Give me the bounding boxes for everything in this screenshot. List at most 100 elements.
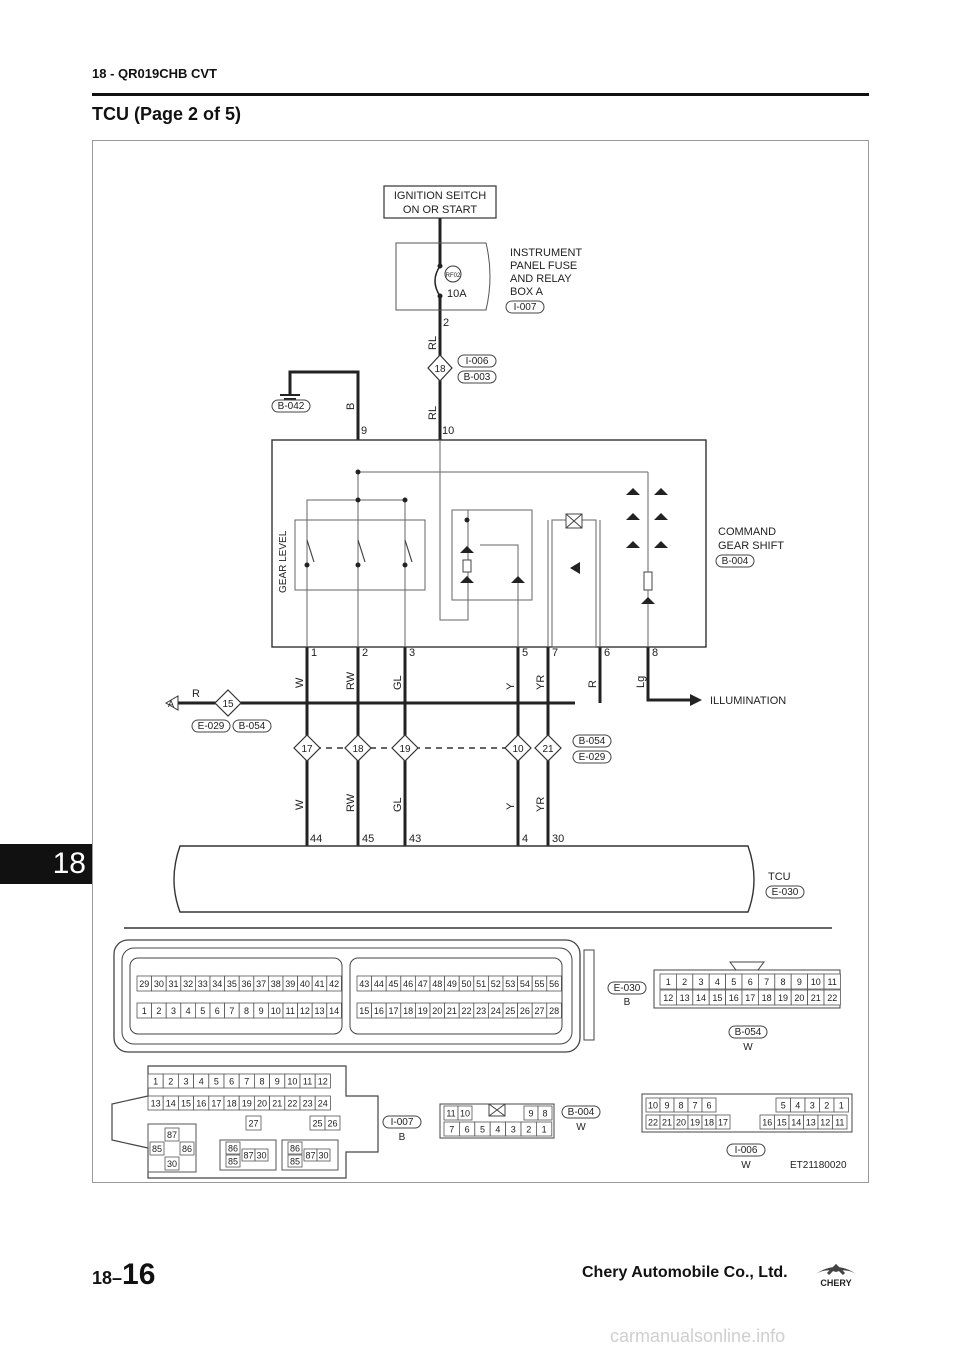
fuse-pin: 2 [443, 317, 449, 329]
relay-small-pin-85-label: 85 [290, 1157, 300, 1167]
b054-pin-5-label: 5 [731, 977, 736, 987]
i006-pin-9-label: 9 [664, 1101, 669, 1111]
i006-pin-18-label: 18 [704, 1118, 714, 1128]
fuse-box [395, 242, 491, 311]
e030-pin-28-label: 28 [549, 1006, 559, 1016]
fuse-box-conn: I-007 [514, 302, 537, 313]
i006-pin-8-label: 8 [678, 1101, 683, 1111]
i006-pin-6-label: 6 [706, 1101, 711, 1111]
logo-text: CHERY [820, 1278, 851, 1288]
i007-pin-4-label: 4 [199, 1077, 204, 1087]
e030-pin-21-label: 21 [447, 1006, 457, 1016]
gear-level-label: GEAR LEVEL [278, 530, 289, 593]
relay-pin-85-label: 85 [152, 1144, 162, 1154]
i006-pin-3-label: 3 [810, 1101, 815, 1111]
e030-pin-41-label: 41 [314, 979, 324, 989]
i006-pin-11-label: 11 [835, 1118, 844, 1128]
e030-pin-5-label: 5 [200, 1006, 205, 1016]
b004-pill [561, 1105, 601, 1119]
relay-pin-86 [179, 1141, 195, 1156]
illumination-arrow-icon [690, 694, 702, 706]
e030-pin-4-label: 4 [186, 1006, 191, 1016]
relay-socket-small-1 [219, 1139, 277, 1171]
e030-pin-27-label: 27 [534, 1006, 544, 1016]
b004-pin-4-label: 4 [495, 1125, 500, 1135]
e030-pin-18-label: 18 [403, 1006, 413, 1016]
i006-pin-22-label: 22 [648, 1118, 658, 1128]
i007-pin-25-label: 25 [312, 1119, 322, 1129]
b054-pin-2-label: 2 [682, 977, 687, 987]
ignition-box [383, 185, 497, 219]
b004-pin-2-label: 2 [526, 1125, 531, 1135]
b054-pin-11-label: 11 [828, 977, 837, 987]
relay-pin-87 [164, 1127, 180, 1142]
shifter-wire-r: R [587, 680, 599, 688]
command-conn: B-004 [722, 556, 749, 567]
i007-pin-15-label: 15 [181, 1099, 191, 1109]
e030-pin-25-label: 25 [505, 1006, 515, 1016]
b004-pin-10 [457, 1105, 473, 1121]
tcu-wire-y: Y [505, 802, 517, 810]
i006-pin-1-label: 1 [839, 1101, 844, 1111]
e030-pin-29-label: 29 [139, 979, 149, 989]
arrow-a-label: A [168, 699, 174, 709]
i007-pin-12 [314, 1073, 331, 1089]
b054-pin-19-label: 19 [778, 993, 788, 1003]
b004-name: B-004 [568, 1107, 595, 1118]
e030-pin-42 [326, 975, 342, 992]
splice-top-num: 18 [434, 364, 446, 375]
pin-9: 9 [361, 425, 367, 437]
diode-1-icon [460, 546, 474, 553]
splice-top-conn-2: B-003 [464, 372, 491, 383]
b054-pin-7-label: 7 [764, 977, 769, 987]
page-number-big: 16 [122, 1258, 156, 1291]
i006-pin-5-label: 5 [781, 1101, 786, 1111]
i007-pin-6-label: 6 [229, 1077, 234, 1087]
i007-pin-9-label: 9 [275, 1077, 280, 1087]
e030-pin-10-label: 10 [271, 1006, 281, 1016]
fuse-element [434, 265, 441, 297]
i007-pin-20-label: 20 [257, 1099, 267, 1109]
e030-pin-42-label: 42 [329, 979, 339, 989]
e030-pin-45-label: 45 [388, 979, 398, 989]
figure-id: ET21180020 [790, 1160, 847, 1171]
relay-small-pin-85 [225, 1154, 241, 1168]
b004-pin-8-label: 8 [542, 1109, 547, 1119]
b054-pin-12-label: 12 [663, 993, 673, 1003]
b004-pin-10-label: 10 [460, 1109, 470, 1119]
i007-pin-7-label: 7 [244, 1077, 249, 1087]
joint-15-diamond [214, 689, 242, 717]
r-wire-label: R [192, 688, 200, 700]
i006-pin-19-label: 19 [690, 1118, 700, 1128]
relay-socket-large [147, 1123, 197, 1173]
i007-pin-26-label: 26 [327, 1119, 337, 1129]
e030-pin-36-label: 36 [241, 979, 251, 989]
shifter-wire-yr: YR [535, 675, 547, 690]
b054-pin-22-label: 22 [827, 993, 837, 1003]
page-title: TCU (Page 2 of 5) [92, 104, 242, 124]
e030-pin-26-label: 26 [520, 1006, 530, 1016]
e030-pin-14 [326, 1002, 342, 1019]
diode-2-icon [570, 562, 580, 574]
i007-pin-10-label: 10 [287, 1077, 297, 1087]
i007-pin-5-label: 5 [214, 1077, 219, 1087]
i006-pin-2-label: 2 [824, 1101, 829, 1111]
b054-pill [728, 1025, 768, 1039]
i006-pin-16-label: 16 [762, 1118, 772, 1128]
shifter-wire-rw: RW [345, 671, 357, 690]
e030-pin-38-label: 38 [271, 979, 281, 989]
b004-pin-7-label: 7 [449, 1125, 454, 1135]
relay-small-pin-87-label: 87 [305, 1151, 315, 1161]
command-gear-shift-block [271, 439, 707, 648]
i007-pin-8-label: 8 [259, 1077, 264, 1087]
fuse-box-conn-pill [505, 300, 545, 314]
splice-top-diamond [427, 354, 453, 382]
diagram-frame [92, 140, 869, 1183]
i007-pin-13-label: 13 [151, 1099, 161, 1109]
b054-pin-16-label: 16 [729, 993, 739, 1003]
e030-pin-51-label: 51 [476, 979, 486, 989]
e030-pin-6-label: 6 [215, 1006, 220, 1016]
shifter-wire-lg: Lg [635, 676, 647, 688]
